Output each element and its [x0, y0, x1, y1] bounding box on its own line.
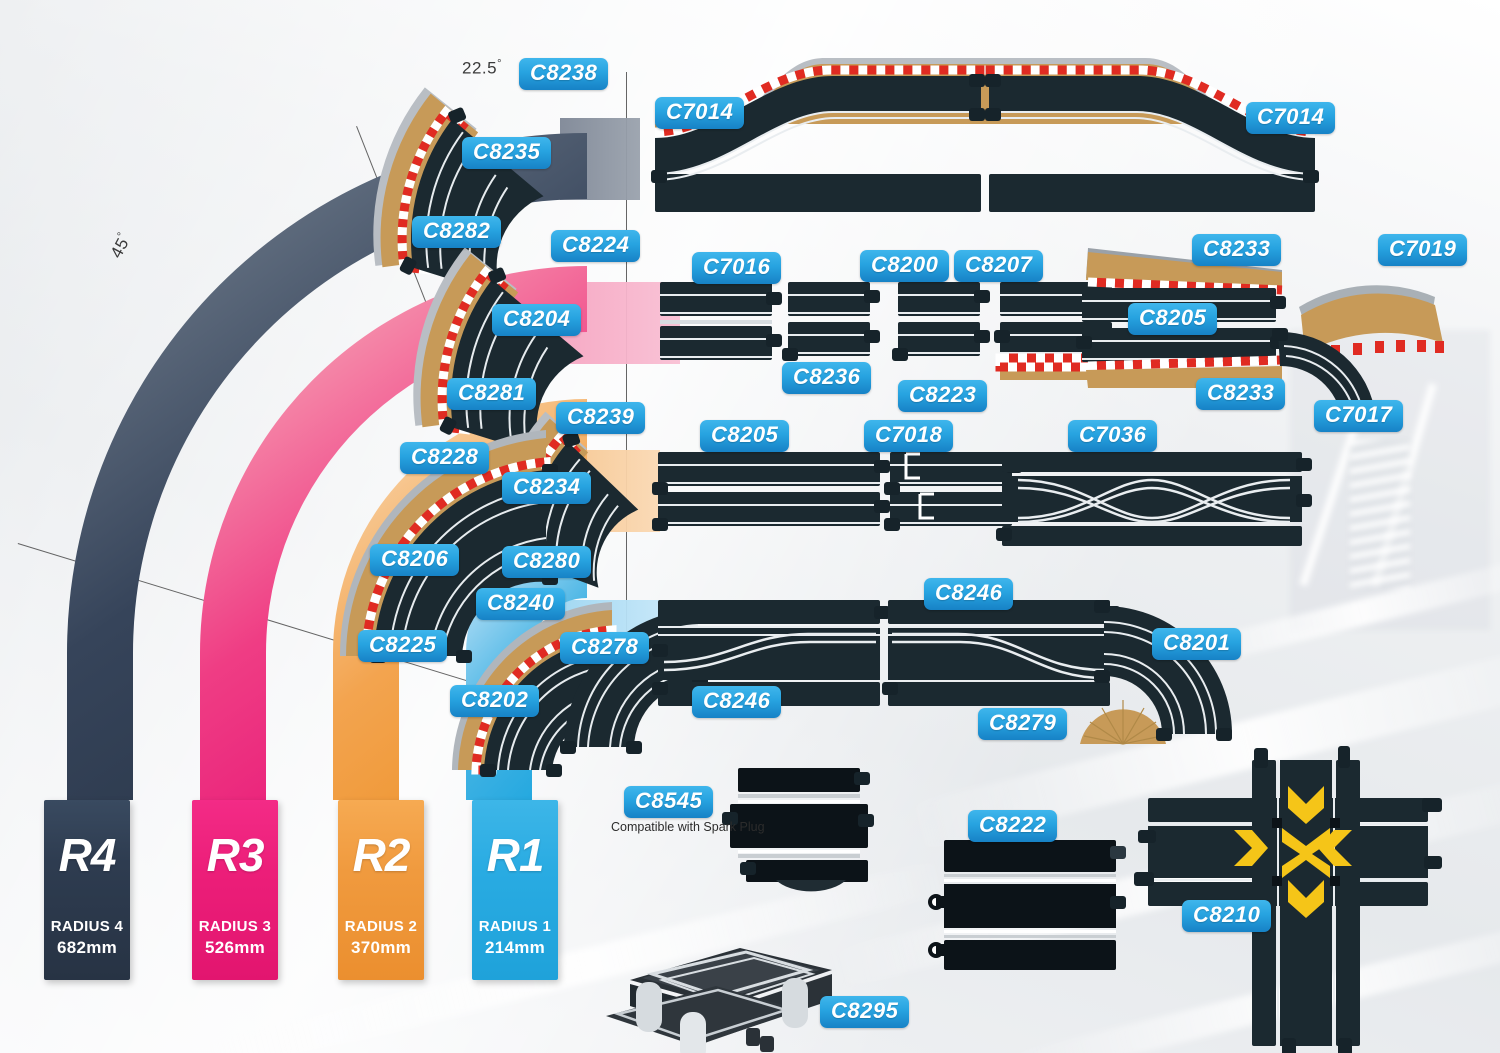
- label-c8233-bottom[interactable]: C8233: [1196, 378, 1286, 410]
- label-c8205-row2[interactable]: C8205: [1128, 303, 1218, 335]
- label-c7018[interactable]: C7018: [864, 420, 954, 452]
- label-c8234[interactable]: C8234: [502, 472, 592, 504]
- label-c8278[interactable]: C8278: [560, 632, 650, 664]
- curve-piece-r3: [413, 247, 584, 456]
- label-c8239[interactable]: C8239: [556, 402, 646, 434]
- label-c8207[interactable]: C8207: [954, 250, 1044, 282]
- label-c8238[interactable]: C8238: [519, 58, 609, 90]
- label-c8246-top[interactable]: C8246: [924, 578, 1014, 610]
- piece-c8201: [1094, 600, 1232, 741]
- piece-c8222-connector: [928, 840, 1126, 970]
- radius-name-r3: RADIUS 3: [198, 918, 272, 935]
- label-c8228[interactable]: C8228: [400, 442, 490, 474]
- arc-r3: [200, 266, 587, 800]
- label-c8233-top[interactable]: C8233: [1192, 234, 1282, 266]
- radius-code-r3: R3: [206, 829, 265, 881]
- label-c8279[interactable]: C8279: [978, 708, 1068, 740]
- piece-c8236-b: [892, 282, 990, 361]
- label-c7014-left[interactable]: C7014: [655, 97, 745, 129]
- radius-code-r4: R4: [58, 829, 117, 881]
- label-c8205-row3[interactable]: C8205: [700, 420, 790, 452]
- label-c8204[interactable]: C8204: [492, 304, 582, 336]
- radius-size-r3: 526mm: [204, 938, 266, 957]
- label-c8202[interactable]: C8202: [450, 685, 540, 717]
- label-c8280[interactable]: C8280: [502, 546, 592, 578]
- curve-piece-r4: [373, 87, 544, 296]
- label-c8210[interactable]: C8210: [1182, 900, 1272, 932]
- radius-size-r4: 682mm: [56, 938, 118, 957]
- angle-label-22-5: 22.5°: [462, 58, 502, 78]
- label-c7019[interactable]: C7019: [1378, 234, 1468, 266]
- piece-c8295-bridge: [606, 948, 832, 1053]
- piece-c7018: [884, 452, 1022, 531]
- label-c7036[interactable]: C7036: [1068, 420, 1158, 452]
- arc-r2: [333, 399, 587, 800]
- label-c8206[interactable]: C8206: [370, 544, 460, 576]
- radius-name-r1: RADIUS 1: [478, 918, 552, 935]
- piece-c7016: [660, 282, 782, 360]
- label-c7014-right[interactable]: C7014: [1246, 102, 1336, 134]
- label-c8235[interactable]: C8235: [462, 137, 552, 169]
- radius-code-r1: R1: [486, 829, 545, 881]
- radius-name-r2: RADIUS 2: [344, 918, 418, 935]
- label-c8223[interactable]: C8223: [898, 380, 988, 412]
- label-c8282[interactable]: C8282: [412, 216, 502, 248]
- piece-c7014-right: [985, 58, 1319, 212]
- piece-c7014-left: [651, 58, 985, 212]
- label-c7017[interactable]: C7017: [1314, 400, 1404, 432]
- label-c8545[interactable]: C8545: [624, 786, 714, 818]
- label-c8240[interactable]: C8240: [476, 588, 566, 620]
- radius-code-r2: R2: [352, 829, 411, 881]
- label-c8224[interactable]: C8224: [551, 230, 641, 262]
- label-c8200[interactable]: C8200: [860, 250, 950, 282]
- radius-name-r4: RADIUS 4: [50, 918, 124, 935]
- piece-c8205-row3: [652, 452, 890, 531]
- piece-c7036-crossover: [996, 452, 1312, 546]
- label-c8545-note: Compatible with Spark Plug: [611, 820, 765, 834]
- radius-size-r1: 214mm: [484, 938, 546, 957]
- label-c8246-bottom[interactable]: C8246: [692, 686, 782, 718]
- radius-size-r2: 370mm: [350, 938, 412, 957]
- piece-c8236-a: [782, 282, 880, 361]
- radius-bar-r4[interactable]: R4 RADIUS 4 682mm: [44, 800, 130, 980]
- label-c8225[interactable]: C8225: [358, 630, 448, 662]
- radius-bar-r3[interactable]: R3 RADIUS 3 526mm: [192, 800, 278, 980]
- label-c8236[interactable]: C8236: [782, 362, 872, 394]
- label-c8281[interactable]: C8281: [447, 378, 537, 410]
- label-c7016[interactable]: C7016: [692, 252, 782, 284]
- piece-c8205-top: [1076, 248, 1286, 388]
- label-c8295[interactable]: C8295: [820, 996, 910, 1028]
- label-c8222[interactable]: C8222: [968, 810, 1058, 842]
- label-c8201[interactable]: C8201: [1152, 628, 1242, 660]
- radius-bar-r2[interactable]: R2 RADIUS 2 370mm: [338, 800, 424, 980]
- radius-bar-r1[interactable]: R1 RADIUS 1 214mm: [472, 800, 558, 980]
